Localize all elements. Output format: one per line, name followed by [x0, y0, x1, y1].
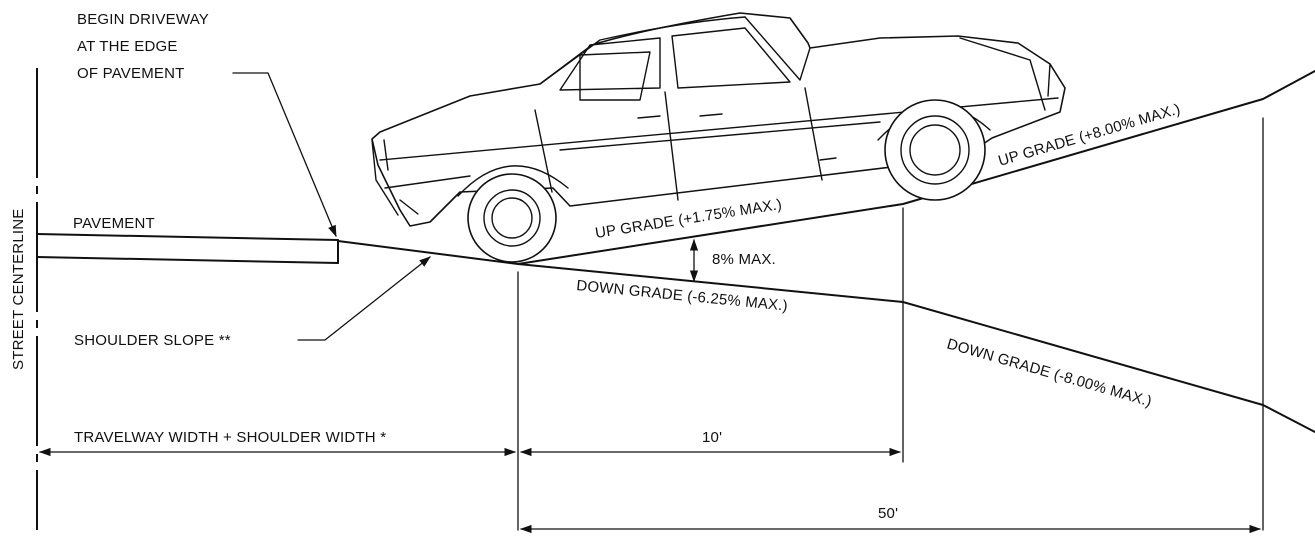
- down-grade-1-label: DOWN GRADE (-6.25% MAX.): [576, 277, 789, 315]
- down-grade-2-label: DOWN GRADE (-8.00% MAX.): [945, 336, 1154, 411]
- shoulder-slope-leader: [297, 256, 431, 341]
- ground-profile: [337, 240, 1315, 433]
- begin-driveway-line-3: OF PAVEMENT: [77, 65, 185, 82]
- begin-driveway-leader: [232, 72, 337, 238]
- street-centerline-label: STREET CENTERLINE: [10, 209, 27, 371]
- driveway-profile: [517, 70, 1315, 265]
- break-over-label: 8% MAX.: [712, 251, 776, 268]
- travelway-label: TRAVELWAY WIDTH + SHOULDER WIDTH *: [74, 429, 386, 446]
- pavement-label: PAVEMENT: [73, 215, 155, 232]
- fifty-foot-label: 50': [878, 505, 898, 522]
- car-illustration: [371, 12, 1066, 263]
- begin-driveway-line-2: AT THE EDGE: [77, 38, 178, 55]
- begin-driveway-line-1: BEGIN DRIVEWAY: [77, 11, 209, 28]
- up-grade-1-label: UP GRADE (+1.75% MAX.): [594, 196, 783, 242]
- ten-foot-label: 10': [702, 429, 722, 446]
- pavement-slab: [36, 233, 339, 264]
- shoulder-slope-label: SHOULDER SLOPE **: [74, 332, 231, 349]
